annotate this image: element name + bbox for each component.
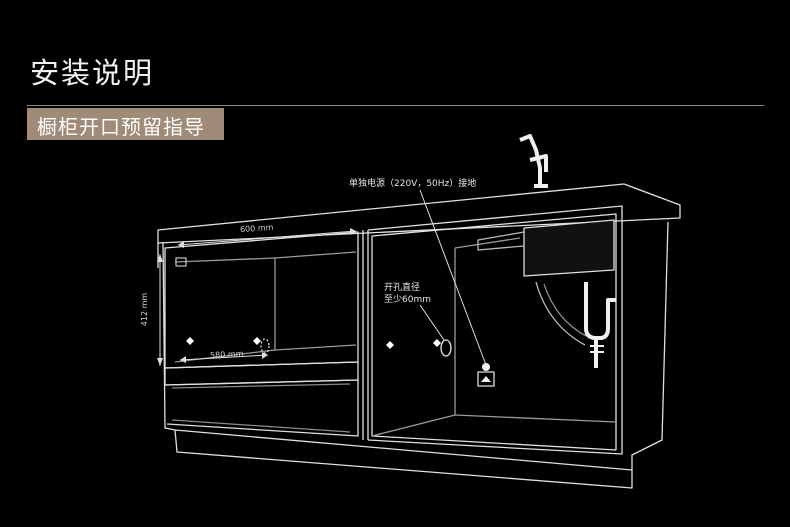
page-title: 安装说明 xyxy=(30,56,155,90)
countertop xyxy=(157,183,681,244)
cabinet-plinth xyxy=(174,429,633,471)
dim-width-bottom-label: 580 mm xyxy=(209,349,244,360)
hole-label-line1: 开孔直径 xyxy=(384,283,421,293)
sink-basin xyxy=(523,219,615,277)
cabinet-body xyxy=(157,221,669,489)
power-outlet xyxy=(477,371,495,387)
oven-niche xyxy=(164,231,359,369)
section-badge-label: 橱柜开口预留指导 xyxy=(37,115,205,139)
drill-hole xyxy=(440,339,452,357)
section-badge: 橱柜开口预留指导 xyxy=(27,108,224,140)
dim-height-label: 412 mm xyxy=(140,292,150,327)
sink-cabinet xyxy=(367,205,623,455)
faucet xyxy=(519,134,548,188)
power-label: 单独电源（220V，50Hz）接地 xyxy=(349,179,477,189)
dim-width-bottom xyxy=(179,354,269,361)
dim-width-top xyxy=(177,230,357,246)
drain-pipe xyxy=(584,282,616,340)
hole-label-line2: 至少60mm xyxy=(384,295,431,305)
lower-drawer xyxy=(164,379,359,437)
header-divider xyxy=(27,105,764,106)
